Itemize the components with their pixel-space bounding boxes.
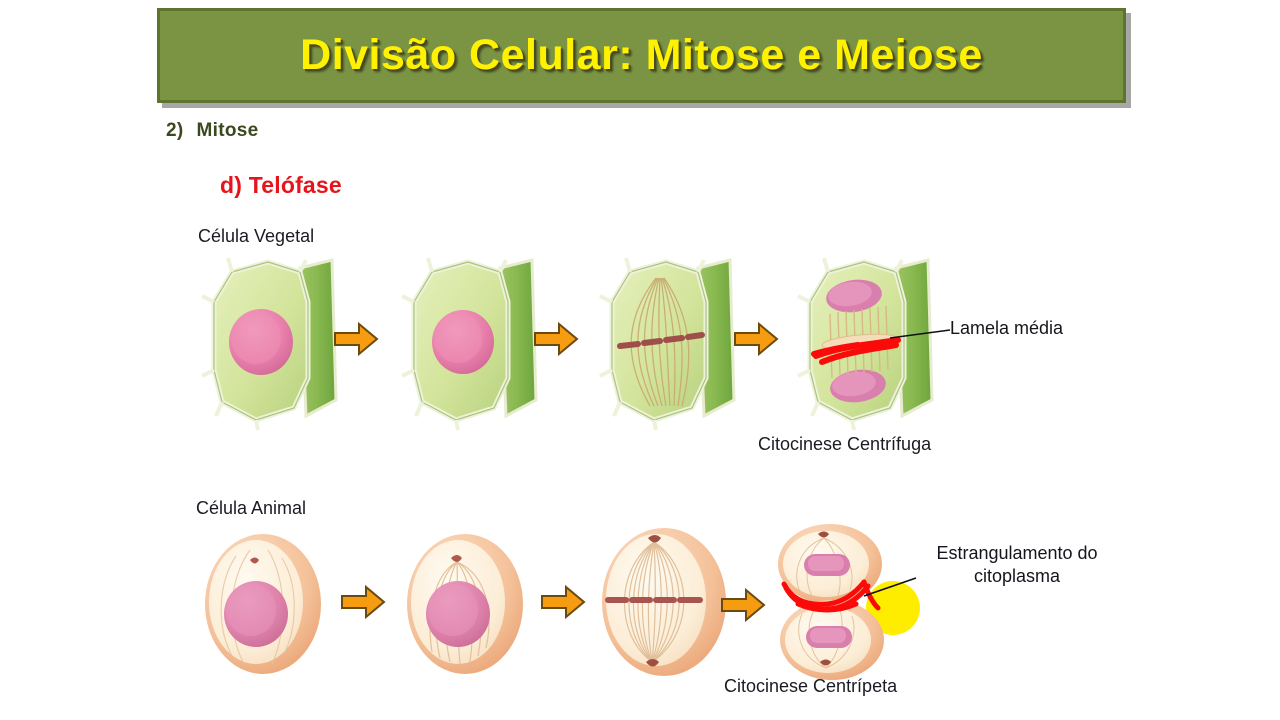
centrosome-icon <box>250 557 259 564</box>
centrosome-icon-top <box>648 535 661 543</box>
leader-line-lamela <box>889 329 951 339</box>
arrow-right-icon-plant-3 <box>733 321 779 357</box>
section-number: 2) <box>166 120 184 141</box>
plant-cell-stage-2 <box>396 250 542 432</box>
centrosome-icon-bottom <box>820 659 831 666</box>
annotation-lamela-media-line-1: Lamela média <box>950 318 1064 338</box>
arrow-right-icon-animal-2 <box>540 584 586 620</box>
annotation-estrangulamento-line-2: citoplasma <box>973 565 1061 586</box>
plant-cell-stage-1 <box>196 250 342 432</box>
annotation-estrangulamento-line-1: Estrangulamento do <box>936 543 1098 563</box>
leader-line-estrangulamento <box>863 577 917 597</box>
annotation-estrangulamento: Estrangulamento do citoplasma <box>912 542 1122 587</box>
page-title: Divisão Celular: Mitose e Meiose <box>300 31 983 79</box>
section-label: Mitose <box>196 120 259 141</box>
plant-cell-stage-3 <box>594 250 740 432</box>
chromosome-plate <box>617 332 705 349</box>
centrosome-icon-bottom <box>646 659 659 667</box>
plant-cell-diagram-4 <box>797 257 951 431</box>
plant-cell-diagram-2 <box>401 257 538 431</box>
animal-cell-stage-1 <box>198 522 328 687</box>
subsection-heading: d) Telófase <box>220 172 342 198</box>
plant-cell-diagram-1 <box>201 257 338 431</box>
slide-title-banner: Divisão Celular: Mitose e Meiose <box>157 8 1126 103</box>
section-heading: 2) Mitose <box>166 120 258 142</box>
animal-cell-diagram-1 <box>205 534 321 674</box>
animal-cell-stage-4 <box>768 522 948 682</box>
animal-cell-stage-2 <box>400 522 530 687</box>
row-label-animal: Célula Animal <box>196 498 307 518</box>
animal-cell-diagram-3 <box>602 528 726 676</box>
centrosome-icon-top <box>818 531 829 538</box>
centrosome-icon <box>451 555 462 562</box>
animal-cell-diagram-4 <box>778 524 920 680</box>
annotation-mark-red <box>781 579 881 613</box>
caption-citocinese-centripeta: Citocinese Centrípeta <box>724 676 898 696</box>
arrow-right-icon-animal-1 <box>340 584 386 620</box>
animal-cell-stage-3 <box>592 516 742 688</box>
arrow-right-icon-plant-1 <box>333 321 379 357</box>
plant-cell-diagram-3 <box>599 257 736 431</box>
caption-citocinese-centrifuga: Citocinese Centrífuga <box>758 434 932 454</box>
arrow-right-icon-plant-2 <box>533 321 579 357</box>
annotation-lamela-media: Lamela média <box>950 317 1063 340</box>
animal-cell-diagram-2 <box>407 534 523 674</box>
row-label-plant: Célula Vegetal <box>198 226 315 246</box>
annotation-mark-red <box>811 337 901 365</box>
plant-cell-stage-4 <box>792 250 951 432</box>
arrow-right-icon-animal-3 <box>720 587 766 623</box>
highlight-circle <box>866 581 920 635</box>
